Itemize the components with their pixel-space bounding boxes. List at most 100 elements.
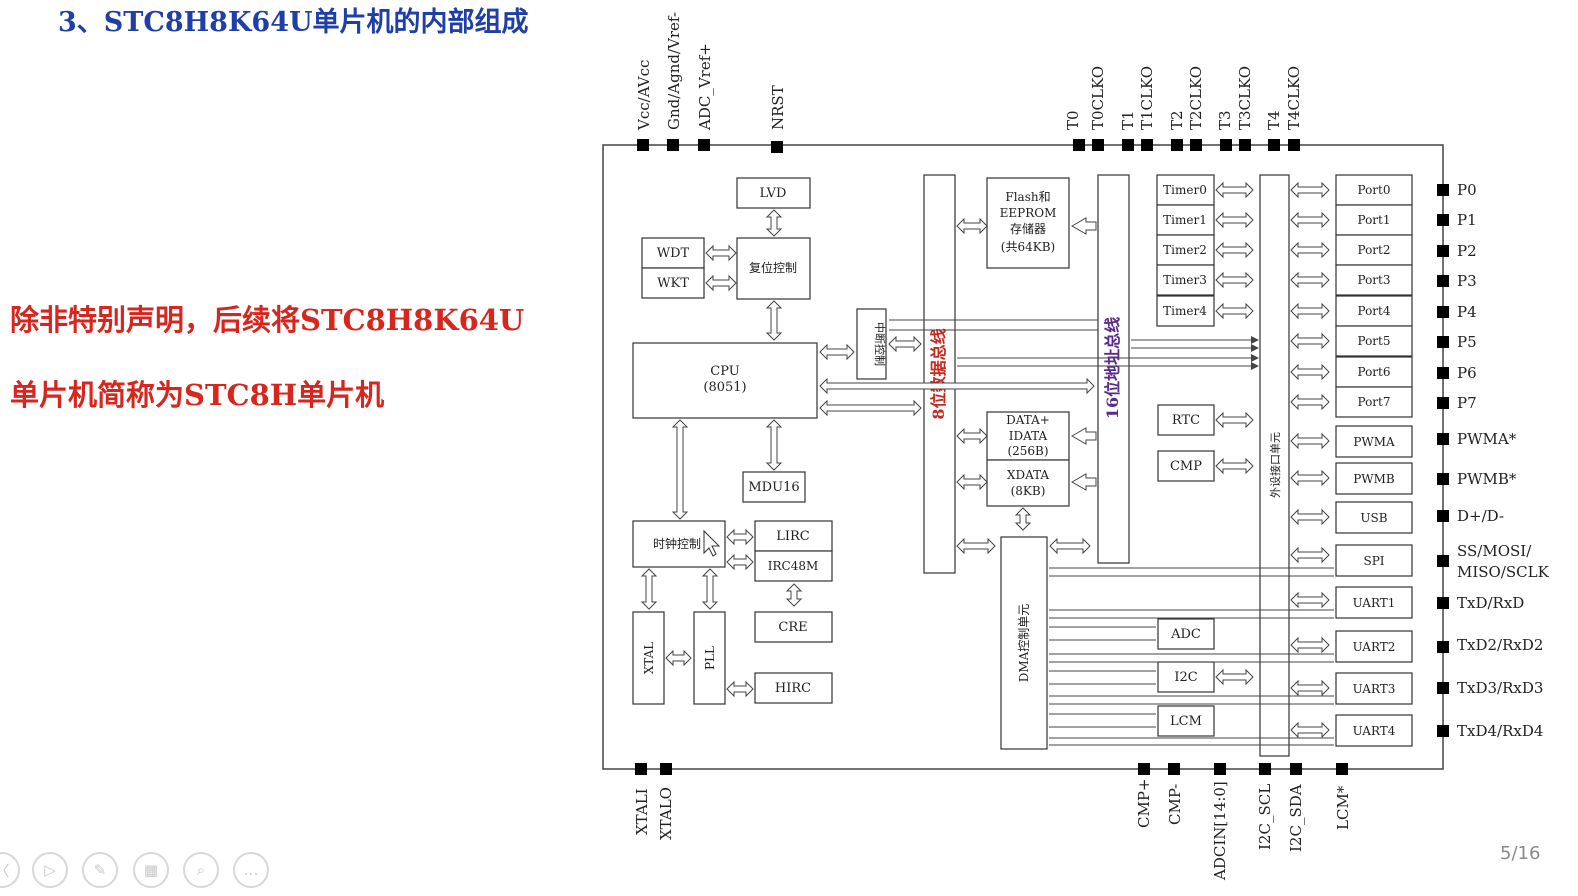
arrow-if-port6 bbox=[1290, 363, 1330, 381]
arrow-lvd-reset bbox=[765, 209, 783, 237]
port5-block bbox=[1335, 325, 1413, 357]
timer4-block bbox=[1156, 295, 1215, 327]
label-p7: P7 bbox=[1457, 394, 1477, 412]
pin-adc-vref bbox=[698, 139, 710, 151]
arrow-if-pwma bbox=[1290, 432, 1330, 450]
arrow-if-spi bbox=[1290, 546, 1330, 564]
timer3-block bbox=[1156, 264, 1215, 296]
lcm-block bbox=[1157, 705, 1215, 737]
hirc-block bbox=[754, 672, 833, 704]
label-adc-vref: ADC_Vref+ bbox=[696, 43, 714, 131]
arrow-data-addrbus bbox=[1070, 427, 1097, 445]
pll-block bbox=[693, 611, 726, 705]
bottom-pins: XTALI XTALO CMP+ CMP- ADCIN[14:0] I2C_SC… bbox=[633, 763, 1352, 881]
arrow-clock-irc48m bbox=[726, 553, 754, 571]
uart3-label: UART3 bbox=[1353, 682, 1396, 696]
arrow-databus-flash bbox=[956, 217, 988, 235]
port2-block bbox=[1335, 234, 1413, 266]
arrow-pll-hirc bbox=[726, 680, 754, 698]
timer4-label: Timer4 bbox=[1163, 304, 1207, 318]
label-t2: T2 bbox=[1168, 110, 1186, 130]
arrow-timer3-if bbox=[1215, 271, 1254, 289]
label-p6: P6 bbox=[1457, 364, 1477, 382]
data-bus-label: 8位数据总线 bbox=[929, 328, 948, 419]
label-p4: P4 bbox=[1457, 303, 1477, 321]
pin-gnd bbox=[667, 139, 679, 151]
arrow-if-port1 bbox=[1290, 211, 1330, 229]
arrow-irc48m-cre bbox=[785, 583, 803, 607]
cre-block bbox=[754, 611, 833, 643]
pin-t4 bbox=[1268, 139, 1280, 151]
data-label-2: IDATA bbox=[1009, 429, 1048, 443]
data-label-1: DATA+ bbox=[1006, 413, 1050, 427]
label-uart1: TxD/RxD bbox=[1457, 594, 1524, 612]
slide-title: 3、STC8H8K64U单片机的内部组成 bbox=[58, 7, 529, 38]
play-icon[interactable]: ▷ bbox=[32, 852, 68, 888]
timer2-label: Timer2 bbox=[1163, 243, 1207, 257]
lcm-label: LCM bbox=[1170, 714, 1202, 729]
port7-label: Port7 bbox=[1357, 395, 1390, 409]
arrow-interrupt-databus bbox=[888, 335, 922, 353]
cmp-label: CMP bbox=[1170, 459, 1202, 474]
pin-pwmb bbox=[1437, 473, 1449, 485]
label-t1clko: T1CLKO bbox=[1138, 66, 1156, 130]
clock-label: 时钟控制 bbox=[653, 536, 701, 551]
arrow-databus-dma bbox=[956, 537, 996, 555]
pin-lcm bbox=[1336, 763, 1348, 775]
wdt-block bbox=[641, 237, 705, 269]
address-bus bbox=[1097, 174, 1130, 564]
peripheral-interface-label: 外设接口单元 bbox=[1269, 432, 1282, 498]
more-icon[interactable]: … bbox=[233, 852, 269, 888]
xtal-block bbox=[632, 611, 665, 705]
arrow-if-uart1 bbox=[1290, 591, 1330, 609]
arrow-if-uart4 bbox=[1290, 721, 1330, 739]
pin-usb bbox=[1437, 510, 1449, 522]
note-line-1: 除非特别声明，后续将STC8H8K64U bbox=[10, 303, 525, 337]
label-t3: T3 bbox=[1216, 110, 1234, 130]
label-t1: T1 bbox=[1119, 110, 1137, 130]
port6-block bbox=[1335, 356, 1413, 388]
timer0-block bbox=[1156, 174, 1215, 206]
arrow-cpu-clock bbox=[671, 419, 689, 520]
label-usb: D+/D- bbox=[1457, 507, 1504, 525]
irc48m-block bbox=[754, 550, 833, 582]
pin-t1clko bbox=[1141, 139, 1153, 151]
pin-uart4 bbox=[1437, 725, 1449, 737]
address-bus-label: 16位地址总线 bbox=[1103, 317, 1122, 419]
pin-p7 bbox=[1437, 397, 1449, 409]
pin-cmp-minus bbox=[1168, 763, 1180, 775]
arrow-cpu-databus-2 bbox=[819, 399, 922, 417]
label-p1: P1 bbox=[1457, 211, 1477, 229]
label-t4clko: T4CLKO bbox=[1285, 66, 1303, 130]
label-uart3: TxD3/RxD3 bbox=[1457, 679, 1543, 697]
slides-icon[interactable]: ▦ bbox=[133, 852, 169, 888]
note-line-2: 单片机简称为STC8H单片机 bbox=[10, 378, 385, 412]
pin-cmp-plus bbox=[1138, 763, 1150, 775]
pin-i2c-sda bbox=[1290, 763, 1302, 775]
pin-p1 bbox=[1437, 214, 1449, 226]
label-lcm-pin: LCM* bbox=[1334, 785, 1352, 830]
timer3-label: Timer3 bbox=[1163, 273, 1207, 287]
label-cmp-minus: CMP- bbox=[1166, 784, 1184, 825]
right-pins: P0 P1 P2 P3 P4 P5 P6 P7 PWMA* PWMB* D+/D… bbox=[1437, 181, 1550, 740]
uart2-label: UART2 bbox=[1353, 640, 1396, 654]
arrow-if-port5 bbox=[1290, 332, 1330, 350]
data-label-3: (256B) bbox=[1007, 444, 1048, 458]
timer-section: Timer0 Timer1 Timer2 Timer3 Timer4 RTC C… bbox=[1156, 174, 1215, 737]
adc-block bbox=[1157, 618, 1215, 650]
pen-icon[interactable]: ✎ bbox=[82, 852, 118, 888]
zoom-icon[interactable]: ⌕ bbox=[183, 852, 219, 888]
uart4-block bbox=[1335, 714, 1413, 747]
label-nrst: NRST bbox=[769, 85, 787, 130]
pin-uart1 bbox=[1437, 597, 1449, 609]
port4-block bbox=[1335, 295, 1413, 327]
pin-xtalo bbox=[660, 763, 672, 775]
left-section: LVD WDT WKT 复位控制 CPU (8051) MDU16 中断控制 时… bbox=[632, 177, 887, 705]
label-p0: P0 bbox=[1457, 181, 1477, 199]
label-pwmb: PWMB* bbox=[1457, 470, 1517, 488]
label-t2clko: T2CLKO bbox=[1187, 66, 1205, 130]
port2-label: Port2 bbox=[1357, 243, 1390, 257]
arrow-xtal-pll bbox=[665, 649, 692, 667]
port1-label: Port1 bbox=[1357, 213, 1390, 227]
lvd-block bbox=[736, 177, 811, 209]
